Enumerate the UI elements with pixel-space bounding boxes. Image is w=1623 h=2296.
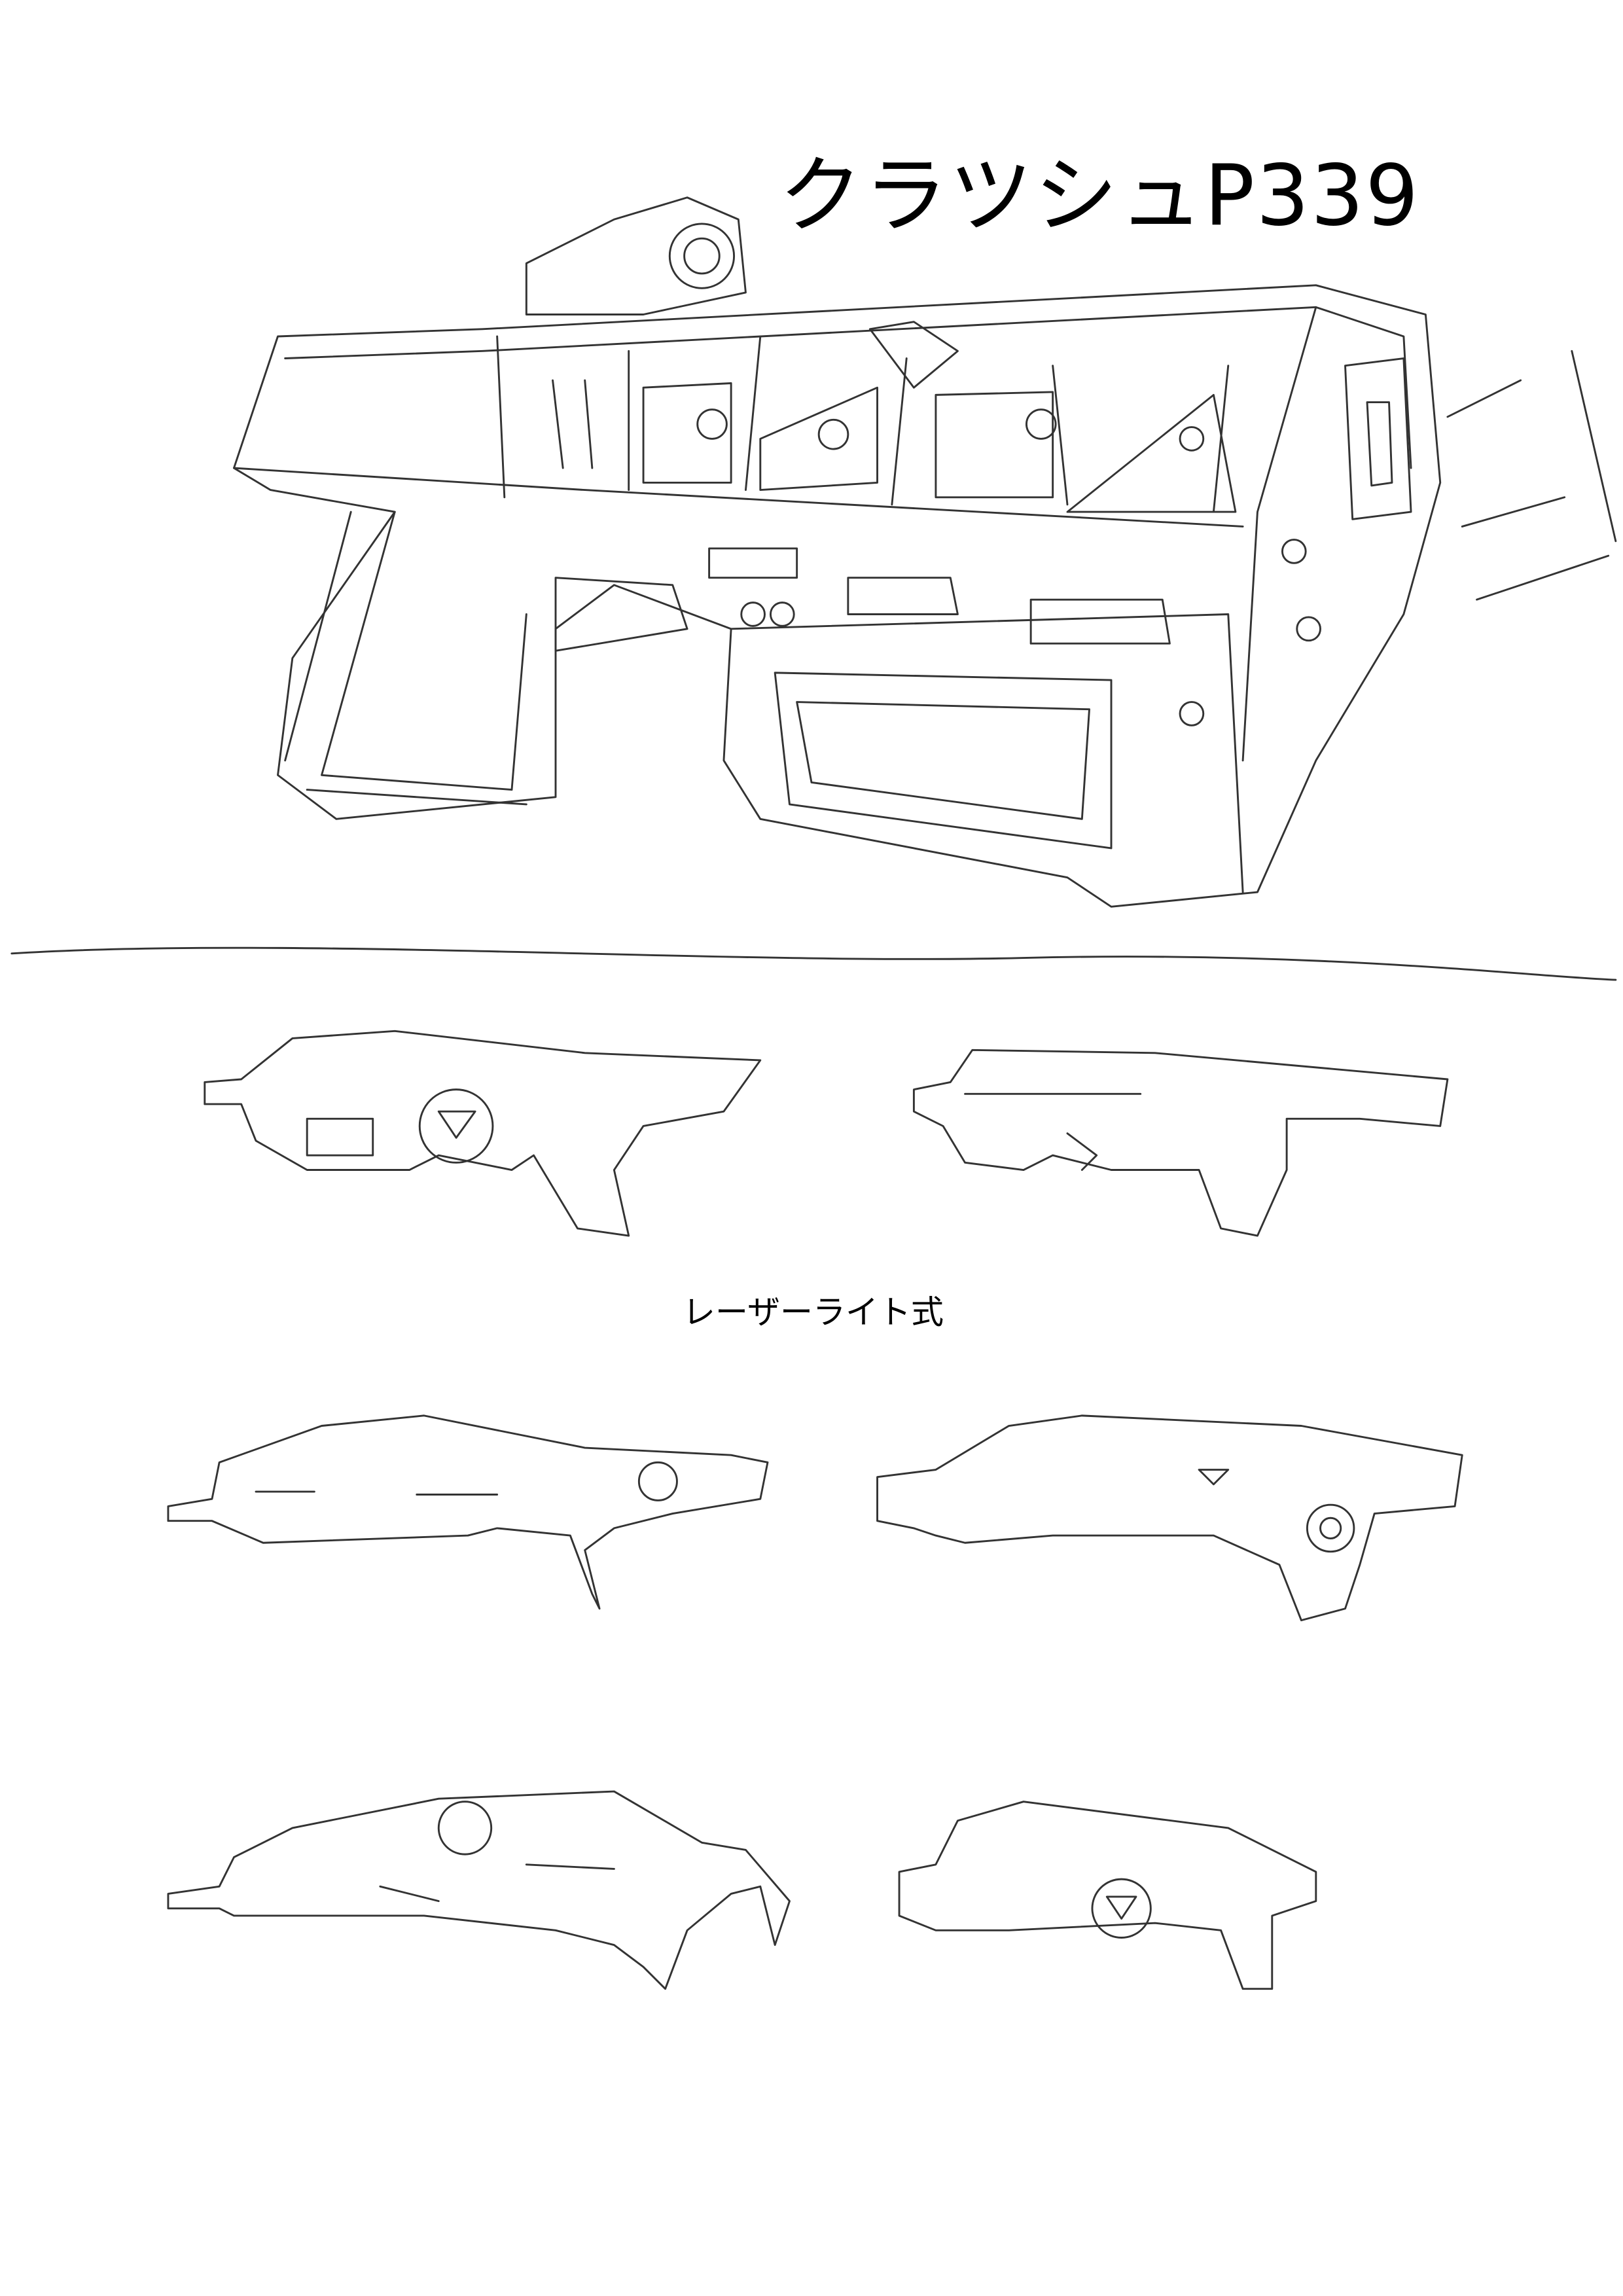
- gun-sketch-1: [204, 1030, 762, 1237]
- main-gun-sketch: [233, 196, 1617, 908]
- gun-sketch-6: [898, 1801, 1317, 1990]
- section-caption: レーザーライト式: [683, 1293, 944, 1331]
- page-title: クラツシュP339: [779, 147, 1420, 245]
- divider-line: [10, 946, 1617, 981]
- gun-sketch-2: [912, 1049, 1449, 1237]
- gun-sketch-5: [167, 1790, 791, 1990]
- gun-sketch-4: [876, 1414, 1463, 1622]
- gun-sketch-3: [167, 1414, 769, 1610]
